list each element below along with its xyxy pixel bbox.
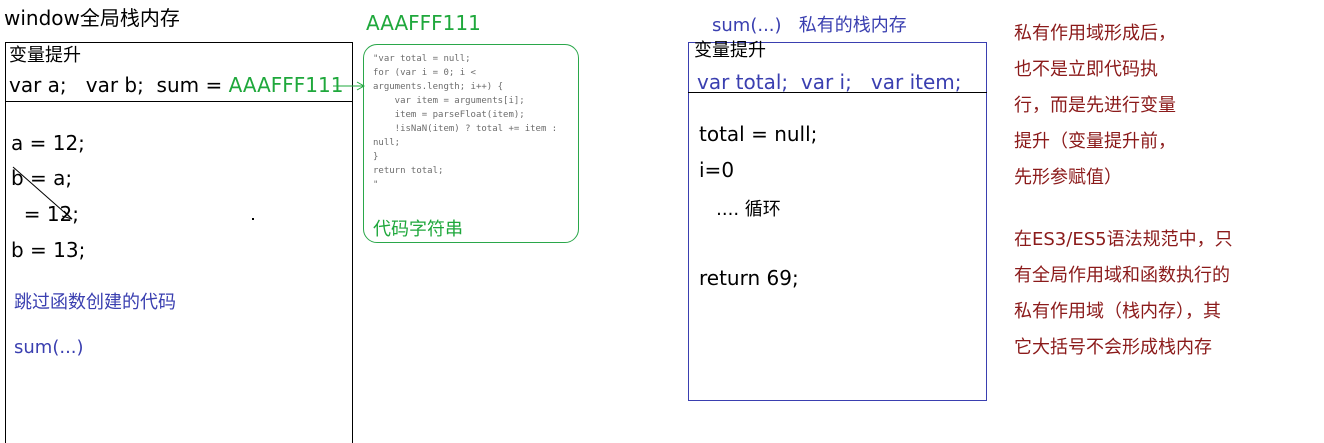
private-line-1: total = null;	[699, 122, 818, 146]
private-hoist-divider	[688, 92, 987, 93]
private-stack-title: sum(...) 私有的栈内存	[712, 11, 907, 37]
private-hoist-label: 变量提升	[694, 40, 766, 61]
heap-address-label: AAAFFF111	[366, 11, 481, 35]
sum-heap-address: AAAFFF111	[228, 73, 344, 97]
global-stack-title: window全局栈内存	[4, 6, 180, 30]
global-line-4: b = 13;	[11, 238, 86, 262]
global-declare-text: var a; var b; sum =	[9, 73, 229, 97]
global-declarations: var a; var b; sum = AAAFFF111	[9, 73, 343, 97]
reassign-arrow	[12, 166, 73, 220]
private-declarations: var total; var i; var item;	[697, 70, 962, 94]
note-private-scope: 私有作用域形成后， 也不是立即代码执 行，而是先进行变量 提升（变量提升前， 先…	[1014, 23, 1176, 188]
heap-code-box	[363, 44, 579, 243]
global-line-1: a = 12;	[11, 131, 85, 155]
skip-function-note: 跳过函数创建的代码	[14, 292, 176, 313]
private-stack-box	[688, 42, 987, 401]
function-code-string: "var total = null; for (var i = 0; i < a…	[373, 54, 558, 190]
private-call-label: sum(...)	[712, 15, 782, 36]
global-hoist-divider	[5, 101, 352, 102]
stray-dot	[252, 218, 254, 220]
heap-caption: 代码字符串	[373, 219, 463, 240]
private-stack-label: 私有的栈内存	[798, 15, 907, 36]
heap-reference-arrow	[333, 81, 366, 91]
private-line-3: .... 循环	[699, 199, 781, 220]
note-es5-scopes: 在ES3/ES5语法规范中，只 有全局作用域和函数执行的 私有作用域（栈内存），…	[1014, 229, 1233, 358]
global-stack-box	[5, 42, 353, 443]
global-line-2: b = a;	[11, 166, 73, 190]
global-sum-call: sum(...)	[14, 337, 84, 358]
private-line-2: i=0	[699, 158, 735, 182]
global-hoist-label: 变量提升	[9, 45, 81, 66]
private-line-4: return 69;	[699, 266, 799, 290]
global-line-3: = 12;	[11, 202, 80, 226]
